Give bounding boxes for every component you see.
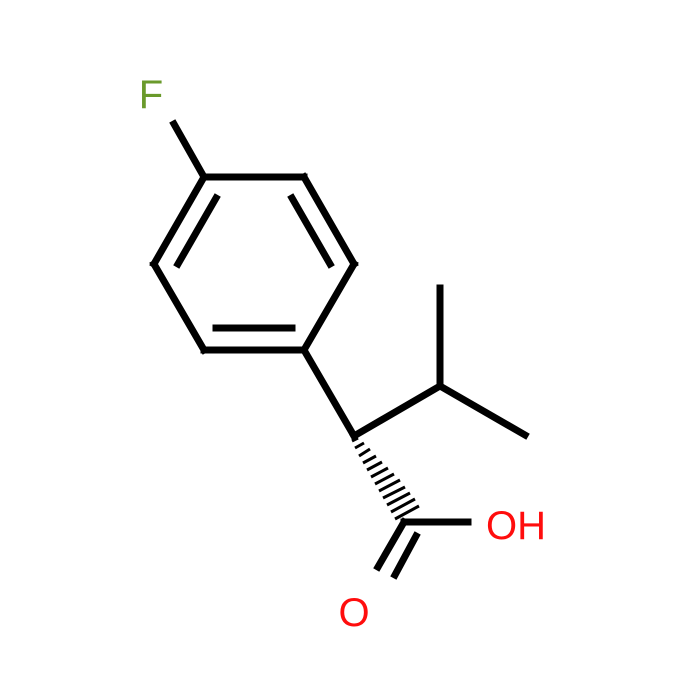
bond-f-ring <box>169 119 209 182</box>
bonds <box>149 119 530 580</box>
hydroxyl-label: OH <box>486 504 546 548</box>
atom-labels: F OH O <box>139 73 546 635</box>
bond-carboxyl-o-outer <box>373 517 409 572</box>
bond-ring-upper-left <box>149 172 209 269</box>
bond-ring-upper-right <box>299 172 359 269</box>
bond-isopropyl-methyl-right <box>435 381 530 440</box>
hashed-wedge-bond <box>351 436 420 521</box>
bond-ring-chiral <box>299 345 359 441</box>
bond-ring-inner-upper-right <box>287 193 335 269</box>
bond-ring-inner-upper-left <box>173 193 221 269</box>
bond-chiral-isopropyl <box>349 381 445 441</box>
bond-carboxyl-o-inner <box>390 531 421 580</box>
bond-ring-lower-right <box>299 259 359 355</box>
fluorine-label: F <box>139 73 163 117</box>
carbonyl-oxygen-label: O <box>338 591 369 635</box>
bond-ring-lower-left <box>149 259 209 355</box>
